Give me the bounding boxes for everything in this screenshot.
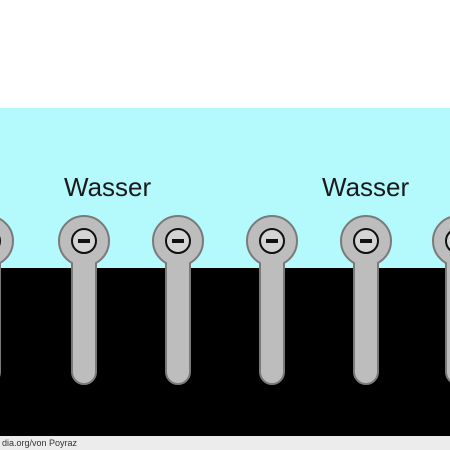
surfactant-molecules bbox=[0, 215, 450, 385]
top-background bbox=[0, 0, 450, 108]
molecule-tail bbox=[445, 251, 450, 383]
water-label-left: Wasser bbox=[64, 172, 152, 202]
minus-sign-icon bbox=[266, 239, 278, 243]
molecule-head bbox=[432, 216, 450, 266]
surfactant-molecule bbox=[0, 217, 14, 377]
minus-sign-icon bbox=[360, 239, 372, 243]
molecule-joint bbox=[355, 251, 377, 271]
charge-ring bbox=[445, 230, 450, 252]
surfactant-molecule bbox=[58, 215, 110, 385]
water-label-right: Wasser bbox=[322, 172, 410, 202]
minus-sign-icon bbox=[78, 239, 90, 243]
surfactant-molecule bbox=[152, 215, 204, 385]
surfactant-molecule bbox=[340, 215, 392, 385]
molecule-joint bbox=[167, 251, 189, 271]
minus-sign-icon bbox=[172, 239, 184, 243]
molecule-joint bbox=[261, 251, 283, 271]
oil-layer bbox=[0, 268, 450, 436]
surfactant-molecule bbox=[246, 215, 298, 385]
molecule-joint bbox=[73, 251, 95, 271]
surfactant-molecule bbox=[432, 216, 450, 383]
molecule-head bbox=[0, 217, 14, 265]
molecule-joint bbox=[447, 251, 450, 271]
image-credit: dia.org/von Poyraz bbox=[0, 436, 450, 450]
